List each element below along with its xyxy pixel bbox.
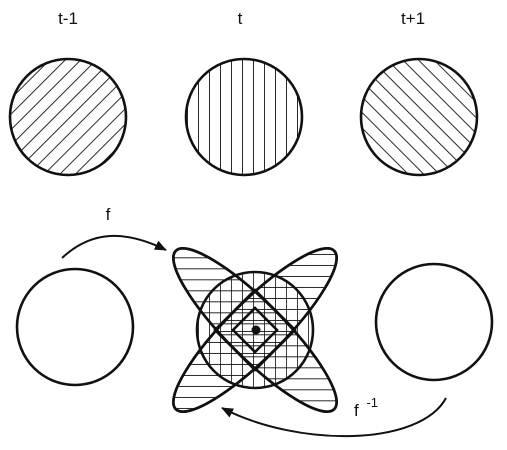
circle-bottom-right [374, 262, 494, 382]
label-t-plus-1: t+1 [401, 9, 425, 28]
circle-bottom-left [15, 267, 135, 387]
label-t-minus-1: t-1 [58, 9, 78, 28]
label-f-inverse-exponent: -1 [366, 395, 378, 410]
label-f: f [106, 205, 111, 224]
circle-t-plus-1 [359, 57, 479, 177]
center-diamond-outer [213, 288, 297, 372]
fixed-point-dot [251, 325, 261, 335]
label-f-inverse-base: f [354, 401, 359, 420]
center-circle-outline [195, 270, 315, 390]
center-overlap-figure [172, 247, 338, 413]
circle-t-minus-1 [8, 57, 128, 177]
label-f-inverse: f -1 [354, 395, 378, 420]
circle-t [184, 57, 304, 177]
arrow-f [61, 234, 167, 259]
label-t: t [238, 9, 243, 28]
center-diamond-inner [231, 306, 279, 354]
arrow-f-inverse [221, 397, 447, 438]
